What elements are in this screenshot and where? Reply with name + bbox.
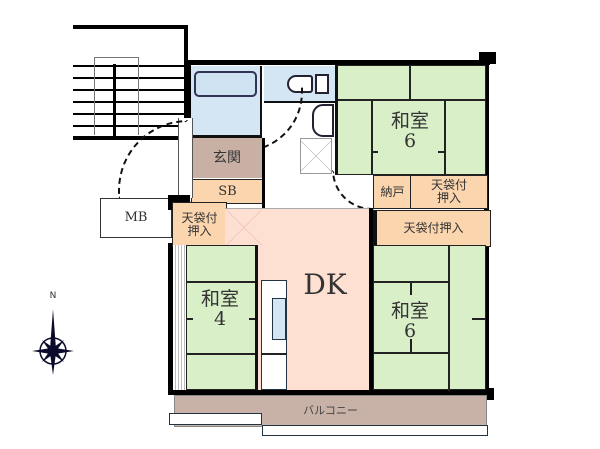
storage-room-label: 納戸	[380, 184, 405, 199]
balcony-label: バルコニー	[303, 404, 358, 418]
meter-box: MB	[100, 198, 172, 238]
room-name: 和室	[390, 300, 429, 322]
entrance-label: 玄関	[213, 149, 241, 166]
north-text: N	[49, 291, 57, 301]
dk-text: DK	[303, 268, 347, 301]
closet-east: 天袋付押入	[373, 210, 491, 247]
closet-north: 天袋付 押入	[410, 175, 488, 209]
room-label: 和室 4	[186, 288, 254, 330]
entrance: 玄関	[192, 138, 262, 178]
room-size: 6	[403, 129, 417, 152]
room-size: 6	[403, 319, 417, 342]
meter-box-label: MB	[124, 210, 148, 226]
japanese-room-6-north	[335, 65, 486, 175]
room-name: 和室	[200, 288, 239, 310]
shoe-box: SB	[191, 179, 264, 204]
storage-room: 納戸	[373, 175, 412, 209]
sink-icon	[272, 298, 286, 340]
closet-label: 天袋付押入	[403, 221, 464, 236]
washbasin-icon	[312, 104, 334, 137]
north-label: N	[47, 291, 59, 301]
japanese-room-4	[186, 245, 258, 390]
washing-machine-space	[300, 138, 332, 174]
closet-label: 天袋付 押入	[430, 178, 467, 205]
balcony-rail	[169, 413, 262, 425]
japanese-room-6-south	[373, 245, 486, 391]
compass-rose-icon	[32, 309, 74, 375]
room-label: 和室 6	[370, 110, 450, 152]
room-size: 4	[213, 307, 227, 330]
shoe-box-label: SB	[218, 183, 237, 199]
dk-label: DK	[285, 268, 365, 301]
room-label: 和室 6	[375, 300, 445, 342]
balcony-rail	[262, 425, 488, 436]
room-name: 和室	[390, 110, 429, 132]
closet-west: 天袋付 押入	[172, 202, 227, 247]
closet-label: 天袋付 押入	[181, 210, 218, 238]
